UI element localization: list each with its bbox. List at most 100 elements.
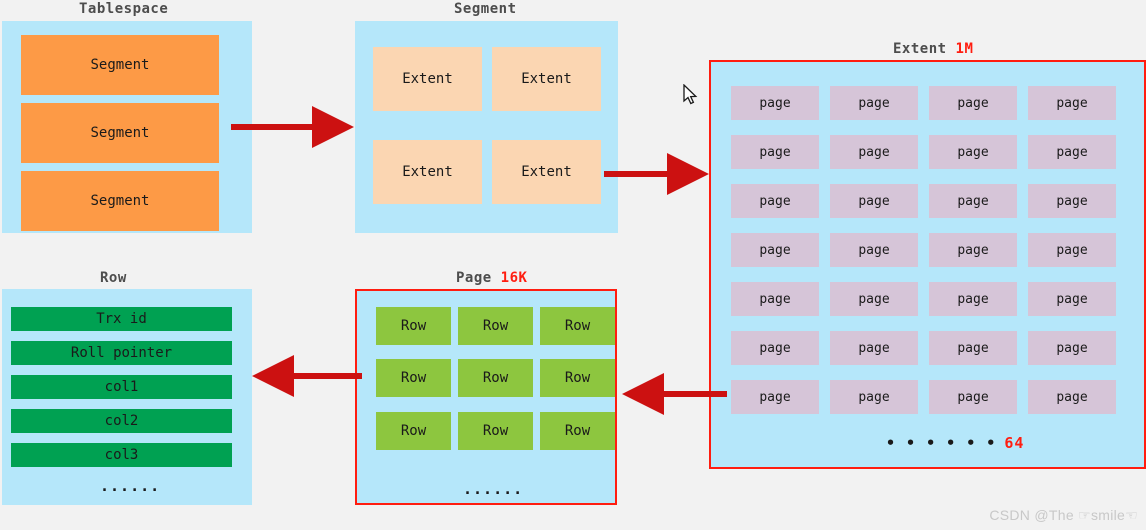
extent-page-count-note: • • • • • • 64 bbox=[886, 434, 1024, 452]
row-block-label: Row bbox=[400, 423, 427, 439]
segment-block[interactable]: Segment bbox=[21, 171, 219, 231]
page-block[interactable]: page bbox=[731, 282, 819, 316]
row-block-label: Row bbox=[482, 318, 509, 334]
row-block[interactable]: Row bbox=[376, 359, 451, 397]
page-block[interactable]: page bbox=[731, 331, 819, 365]
extent-block-label: Extent bbox=[521, 164, 572, 180]
page-block[interactable]: page bbox=[830, 86, 918, 120]
row-block[interactable]: Row bbox=[540, 307, 615, 345]
tablespace-container: Segment Segment Segment bbox=[2, 21, 252, 233]
page-block[interactable]: page bbox=[830, 331, 918, 365]
page-block[interactable]: page bbox=[830, 380, 918, 414]
page-block[interactable]: page bbox=[731, 135, 819, 169]
page-block-label: page bbox=[1056, 340, 1088, 356]
page-block-label: page bbox=[957, 389, 989, 405]
extent-ellipsis: • • • • • • bbox=[886, 434, 997, 452]
page-block[interactable]: page bbox=[1028, 380, 1116, 414]
extent-block[interactable]: Extent bbox=[492, 47, 601, 111]
page-title-label: Page bbox=[456, 270, 492, 286]
page-block-label: page bbox=[759, 193, 791, 209]
page-block-label: page bbox=[858, 291, 890, 307]
row-block[interactable]: Row bbox=[458, 412, 533, 450]
page-block[interactable]: page bbox=[731, 184, 819, 218]
page-block[interactable]: page bbox=[1028, 184, 1116, 218]
segment-block-label: Segment bbox=[90, 57, 150, 73]
row-field-label: col1 bbox=[104, 379, 139, 395]
row-block[interactable]: Row bbox=[376, 412, 451, 450]
page-block-label: page bbox=[1056, 242, 1088, 258]
page-ellipsis: ...... bbox=[463, 480, 524, 498]
page-block-label: page bbox=[759, 95, 791, 111]
row-block-label: Row bbox=[482, 370, 509, 386]
page-block[interactable]: page bbox=[929, 233, 1017, 267]
page-block-label: page bbox=[957, 95, 989, 111]
page-block[interactable]: page bbox=[929, 135, 1017, 169]
segment-block-label: Segment bbox=[90, 125, 150, 141]
row-title: Row bbox=[100, 270, 127, 286]
page-block[interactable]: page bbox=[929, 331, 1017, 365]
page-block[interactable]: page bbox=[929, 282, 1017, 316]
page-block[interactable]: page bbox=[830, 233, 918, 267]
row-ellipsis: ...... bbox=[100, 477, 161, 495]
row-block[interactable]: Row bbox=[540, 412, 615, 450]
extent-block[interactable]: Extent bbox=[492, 140, 601, 204]
page-title: Page 16K bbox=[456, 270, 527, 286]
row-field[interactable]: Trx id bbox=[11, 307, 232, 331]
extent-block-label: Extent bbox=[521, 71, 572, 87]
page-block-label: page bbox=[759, 389, 791, 405]
row-title-label: Row bbox=[100, 270, 127, 286]
segment-title-label: Segment bbox=[454, 1, 517, 17]
segment-block[interactable]: Segment bbox=[21, 35, 219, 95]
row-block[interactable]: Row bbox=[458, 307, 533, 345]
page-block[interactable]: page bbox=[830, 282, 918, 316]
segment-block[interactable]: Segment bbox=[21, 103, 219, 163]
page-block-label: page bbox=[858, 95, 890, 111]
row-container: Trx id Roll pointer col1 col2 col3 .....… bbox=[2, 289, 252, 505]
extent-block[interactable]: Extent bbox=[373, 47, 482, 111]
page-block-label: page bbox=[858, 242, 890, 258]
row-field-label: col2 bbox=[104, 413, 139, 429]
row-block[interactable]: Row bbox=[540, 359, 615, 397]
page-block[interactable]: page bbox=[1028, 135, 1116, 169]
row-field[interactable]: col1 bbox=[11, 375, 232, 399]
page-block-label: page bbox=[759, 144, 791, 160]
row-field[interactable]: col2 bbox=[11, 409, 232, 433]
watermark-text: CSDN @The ☞smile☜ bbox=[989, 507, 1138, 523]
page-container: Row Row Row Row Row Row Row Row Row ....… bbox=[355, 289, 617, 505]
page-block-label: page bbox=[858, 389, 890, 405]
extent-title: Extent 1M bbox=[893, 41, 973, 57]
row-block-label: Row bbox=[564, 370, 591, 386]
page-block[interactable]: page bbox=[1028, 331, 1116, 365]
tablespace-title-label: Tablespace bbox=[79, 1, 169, 17]
extent-container: page page page page page page page page … bbox=[709, 60, 1146, 469]
extent-block[interactable]: Extent bbox=[373, 140, 482, 204]
page-block[interactable]: page bbox=[731, 380, 819, 414]
page-block[interactable]: page bbox=[1028, 282, 1116, 316]
page-block-label: page bbox=[858, 193, 890, 209]
page-block-label: page bbox=[858, 144, 890, 160]
page-block[interactable]: page bbox=[929, 380, 1017, 414]
tablespace-title: Tablespace bbox=[79, 1, 168, 17]
row-field[interactable]: col3 bbox=[11, 443, 232, 467]
page-block[interactable]: page bbox=[929, 86, 1017, 120]
page-block[interactable]: page bbox=[731, 86, 819, 120]
row-block[interactable]: Row bbox=[376, 307, 451, 345]
page-block[interactable]: page bbox=[830, 135, 918, 169]
segment-block-label: Segment bbox=[90, 193, 150, 209]
page-block[interactable]: page bbox=[929, 184, 1017, 218]
segment-title: Segment bbox=[454, 1, 517, 17]
page-block-label: page bbox=[1056, 193, 1088, 209]
row-field[interactable]: Roll pointer bbox=[11, 341, 232, 365]
watermark: CSDN @The ☞smile☜ bbox=[989, 507, 1138, 524]
page-block[interactable]: page bbox=[731, 233, 819, 267]
page-block[interactable]: page bbox=[1028, 233, 1116, 267]
row-block-label: Row bbox=[564, 318, 591, 334]
segment-container: Extent Extent Extent Extent bbox=[355, 21, 618, 233]
page-block[interactable]: page bbox=[1028, 86, 1116, 120]
extent-block-label: Extent bbox=[402, 71, 453, 87]
page-block-label: page bbox=[957, 193, 989, 209]
page-block[interactable]: page bbox=[830, 184, 918, 218]
row-block[interactable]: Row bbox=[458, 359, 533, 397]
page-block-label: page bbox=[957, 291, 989, 307]
